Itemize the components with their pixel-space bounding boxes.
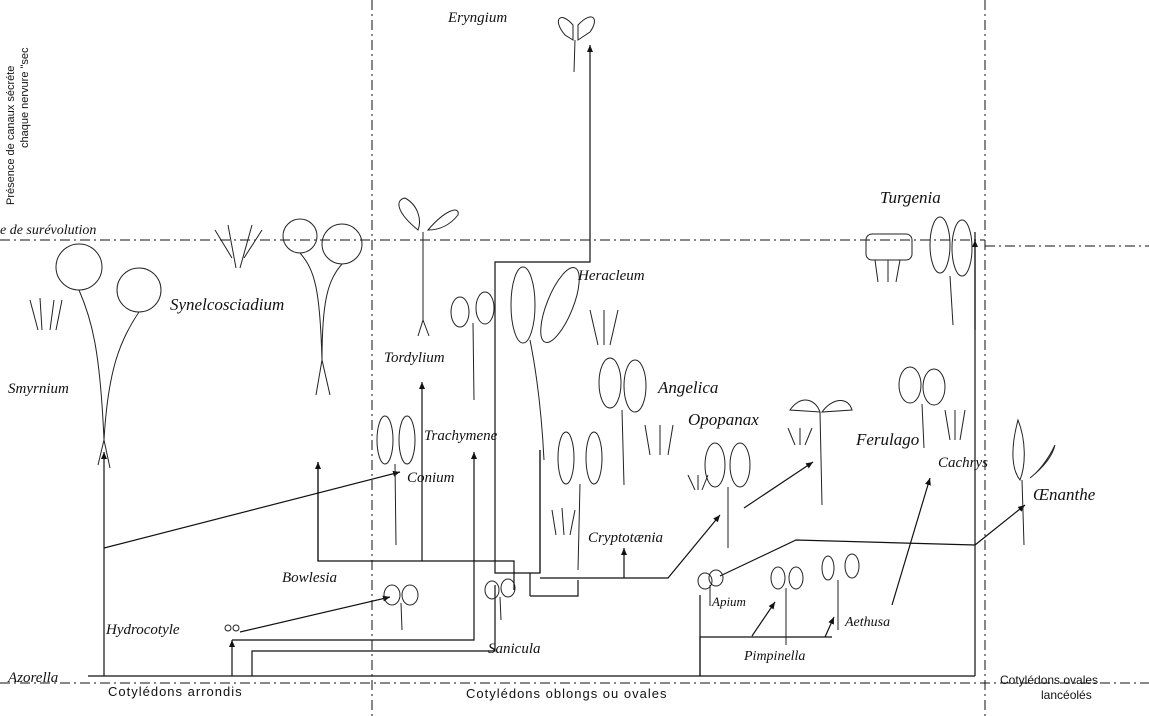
- label-oenanthe: Œnanthe: [1033, 485, 1096, 504]
- seedling-turgenia: [866, 217, 972, 325]
- label-heracleum: Heracleum: [577, 268, 645, 284]
- seedling-sanicula: [485, 579, 515, 620]
- label-cotyledons-rounded: Cotylédons arrondis: [108, 684, 243, 699]
- seedling-pimpinella: [771, 567, 803, 645]
- seedling-hydrocotyle: [225, 625, 239, 631]
- seedling-ferulago: [788, 400, 852, 505]
- side-note: Présence de canaux sécréte chaque nervur…: [5, 47, 31, 205]
- label-angelica: Angelica: [657, 378, 718, 397]
- label-trachymene: Trachymene: [424, 428, 498, 444]
- label-cotyledons-lanceolate-2: lancéolés: [1041, 688, 1092, 702]
- seedling-cryptotaenia: [552, 432, 602, 570]
- label-turgenia: Turgenia: [880, 188, 941, 207]
- seedling-bowlesia: [384, 585, 418, 630]
- label-cotyledons-lanceolate-1: Cotylédons ovales: [1000, 673, 1098, 687]
- seedling-oenanthe: [1013, 420, 1055, 545]
- side-note-line2: chaque nervure "sec: [19, 47, 31, 148]
- category-labels: Cotylédons arrondis Cotylédons oblongs o…: [108, 673, 1098, 702]
- side-note-line1: Présence de canaux sécréte: [5, 66, 17, 205]
- label-cachrys: Cachrys: [938, 455, 988, 471]
- label-azorella: Azorella: [7, 670, 58, 686]
- lineage-lines: [88, 45, 1025, 676]
- seedling-opopanax: [688, 443, 750, 548]
- label-bowlesia: Bowlesia: [282, 570, 337, 586]
- label-eryngium: Eryngium: [447, 10, 507, 26]
- seedling-tordylium: [399, 198, 458, 336]
- taxon-labels: Eryngium Turgenia Synelcosciadium Heracl…: [7, 10, 1096, 686]
- label-ferulago: Ferulago: [855, 430, 919, 449]
- seedling-drawings: [30, 17, 1055, 645]
- label-tordylium: Tordylium: [384, 350, 445, 366]
- label-cotyledons-oblong: Cotylédons oblongs ou ovales: [466, 686, 667, 701]
- label-aethusa: Aethusa: [844, 615, 890, 630]
- seedling-heracleum: [511, 263, 618, 460]
- seedling-eryngium: [558, 17, 594, 72]
- label-sanicula: Sanicula: [488, 641, 541, 657]
- label-cryptotaenia: Cryptotænia: [588, 530, 663, 546]
- label-hydrocotyle: Hydrocotyle: [105, 622, 180, 638]
- label-pimpinella: Pimpinella: [743, 649, 805, 664]
- label-conium: Conium: [407, 470, 455, 486]
- label-apium: Apium: [711, 594, 746, 609]
- surevolution-label: e de surévolution: [0, 223, 96, 238]
- seedling-smyrnium: [30, 244, 161, 468]
- label-synelcosciadium: Synelcosciadium: [170, 295, 284, 314]
- seedling-trachymene: [451, 292, 494, 400]
- label-opopanax: Opopanax: [688, 410, 759, 429]
- label-smyrnium: Smyrnium: [8, 381, 69, 397]
